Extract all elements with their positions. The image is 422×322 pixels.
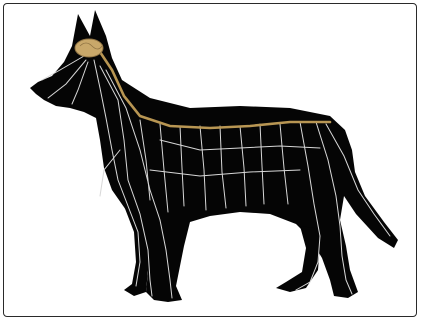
brain (75, 39, 103, 57)
